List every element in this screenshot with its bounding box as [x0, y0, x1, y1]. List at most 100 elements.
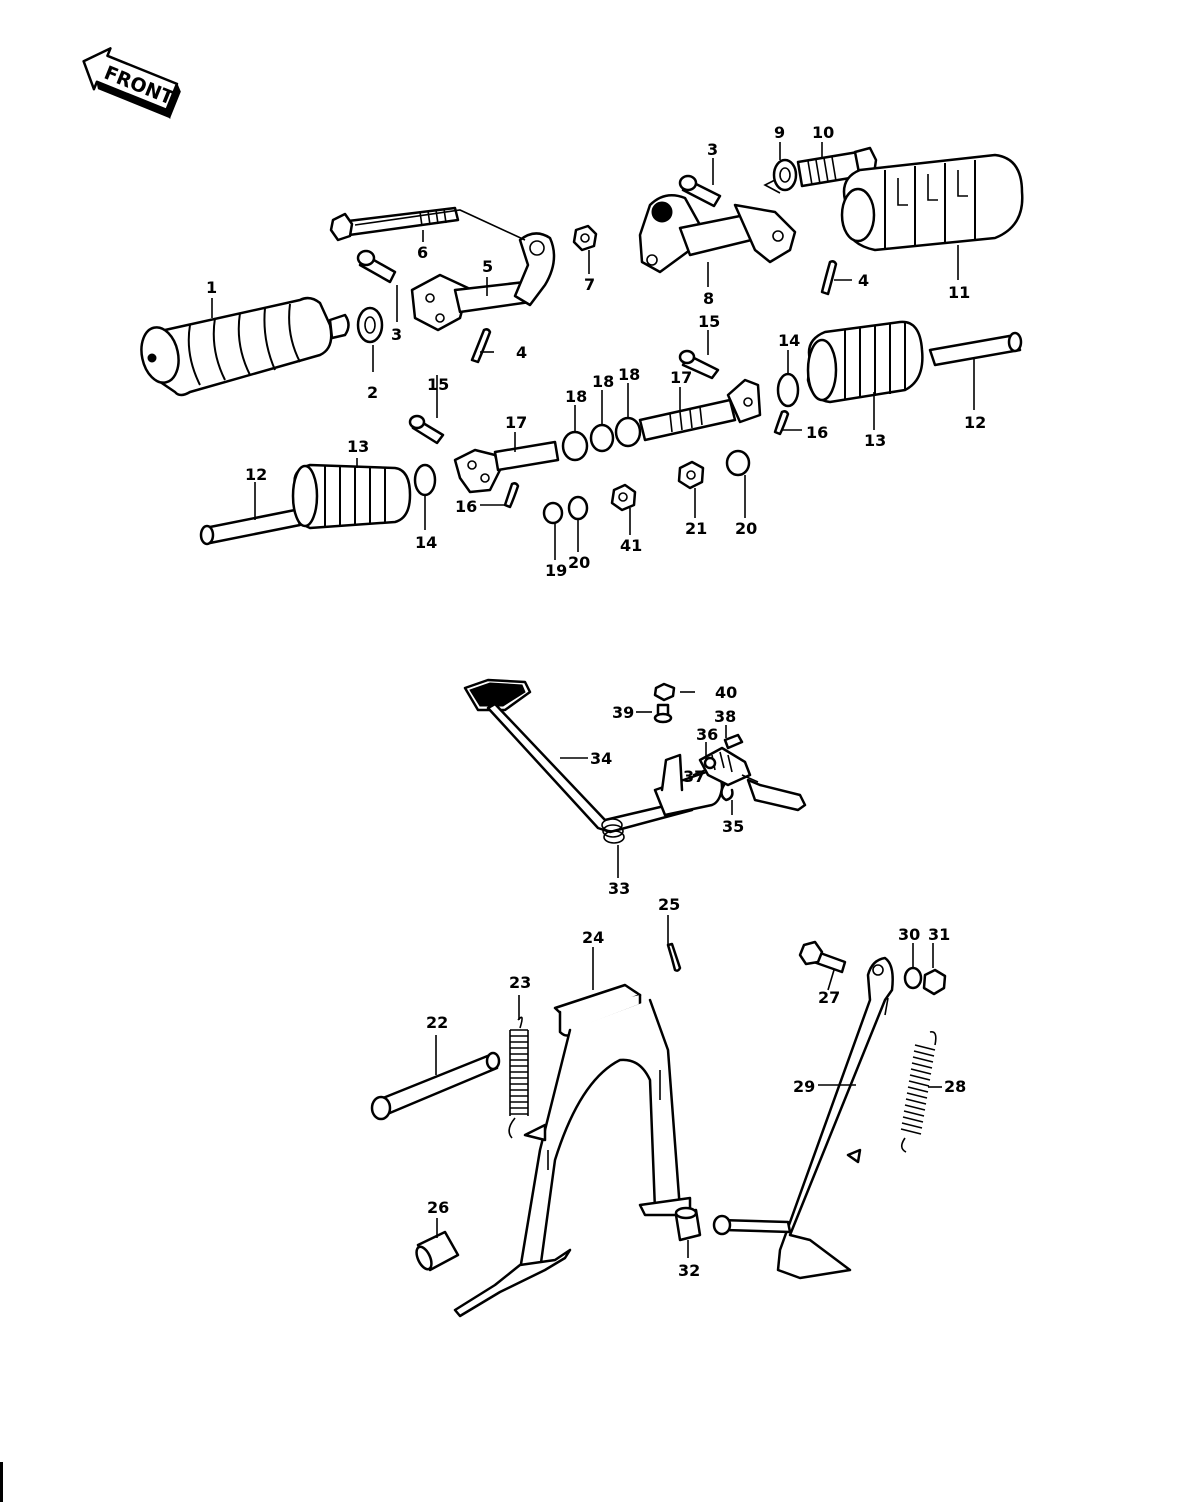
- callout-25: 25: [658, 895, 680, 914]
- part-38-bolt: [723, 733, 744, 750]
- callout-12-left: 12: [245, 465, 267, 484]
- part-3-pin-left: [356, 249, 397, 284]
- callout-18-b: 18: [592, 372, 614, 391]
- part-16-cotter-pin-left: [503, 482, 520, 509]
- part-8-footpeg-bracket-right: [638, 193, 797, 274]
- part-12-pin-left: [199, 508, 302, 546]
- callout-9: 9: [774, 123, 785, 142]
- callout-13-left: 13: [347, 437, 369, 456]
- callout-39: 39: [612, 703, 634, 722]
- part-21-nut: [677, 460, 705, 490]
- part-36-37-clevis: [698, 746, 752, 787]
- part-3-pin-right: [678, 174, 722, 208]
- part-31-nut: [922, 968, 947, 996]
- callout-15-left: 15: [427, 375, 449, 394]
- callout-36: 36: [696, 725, 718, 744]
- part-41-nut: [610, 483, 637, 512]
- callout-29: 29: [793, 1077, 815, 1096]
- part-29-side-stand: [712, 956, 894, 1280]
- callout-40: 40: [715, 683, 737, 702]
- callout-20-right: 20: [735, 519, 757, 538]
- part-13-passenger-rubber-right: [806, 320, 924, 404]
- part-22-shaft: [370, 1051, 501, 1121]
- callout-41: 41: [620, 536, 642, 555]
- part-15-pin-left: [408, 414, 445, 445]
- callout-6: 6: [417, 243, 428, 262]
- callout-33: 33: [608, 879, 630, 898]
- callout-30: 30: [898, 925, 920, 944]
- part-1-footpeg-rubber: [140, 296, 350, 397]
- callout-34: 34: [590, 749, 612, 768]
- callout-5: 5: [482, 257, 493, 276]
- part-27-bolt: [798, 940, 847, 974]
- part-2-washer: [356, 306, 384, 344]
- callout-18-c: 18: [618, 365, 640, 384]
- part-33-spring: [601, 818, 625, 844]
- part-39-bolt: [653, 703, 673, 724]
- callout-23: 23: [509, 973, 531, 992]
- callout-32: 32: [678, 1261, 700, 1280]
- callout-20-left: 20: [568, 553, 590, 572]
- part-18-bushing-b: [589, 423, 615, 453]
- part-24-center-stand: [453, 983, 692, 1318]
- callout-14-left: 14: [415, 533, 437, 552]
- part-25-cotter-pin: [666, 942, 682, 972]
- part-32-collar: [674, 1206, 702, 1242]
- part-18-bushing-c: [614, 416, 642, 448]
- part-30-washer: [903, 966, 923, 990]
- callout-31: 31: [928, 925, 950, 944]
- part-20-washer-left: [567, 495, 589, 521]
- callout-labels: 1 2 3 3 4 4 5 6 7 8 9 10 11 12 12 13 13 …: [206, 123, 986, 1280]
- part-12-pin-right: [928, 331, 1023, 367]
- part-brake-rod: [741, 774, 807, 812]
- part-23-spring: [508, 1016, 529, 1139]
- part-17-passenger-bracket-left: [453, 440, 560, 494]
- part-14-washer-right: [776, 372, 800, 408]
- callout-26: 26: [427, 1198, 449, 1217]
- callout-17-right: 17: [670, 368, 692, 387]
- part-35-clip: [720, 783, 734, 802]
- callout-28: 28: [944, 1077, 966, 1096]
- part-13-passenger-rubber-left: [291, 463, 412, 530]
- callout-2: 2: [367, 383, 378, 402]
- callout-38: 38: [714, 707, 736, 726]
- edge-mark: [0, 1462, 3, 1502]
- callout-18-a: 18: [565, 387, 587, 406]
- callout-35: 35: [722, 817, 744, 836]
- callout-4-left: 4: [516, 343, 527, 362]
- part-14-washer-left: [413, 463, 437, 497]
- callout-3-left: 3: [391, 325, 402, 344]
- part-18-bushing-a: [561, 430, 589, 462]
- callout-4-right: 4: [858, 271, 869, 290]
- callout-19: 19: [545, 561, 567, 580]
- callout-27: 27: [818, 988, 840, 1007]
- callout-11: 11: [948, 283, 970, 302]
- part-4-cotter-pin-right: [820, 260, 838, 296]
- part-26-collar: [415, 1230, 460, 1272]
- callout-7: 7: [584, 275, 595, 294]
- callout-8: 8: [703, 289, 714, 308]
- callout-21: 21: [685, 519, 707, 538]
- part-9-washer: [772, 158, 798, 192]
- part-40-nut: [653, 682, 676, 702]
- callout-37: 37: [683, 767, 705, 786]
- part-4-cotter-pin-left: [470, 328, 492, 364]
- part-17-passenger-bracket-right: [638, 378, 762, 442]
- callout-12-right: 12: [964, 413, 986, 432]
- part-5-footpeg-bracket-left: [410, 232, 556, 332]
- callout-16-right: 16: [806, 423, 828, 442]
- part-7-nut: [572, 224, 598, 252]
- callout-22: 22: [426, 1013, 448, 1032]
- part-15-pin-right: [678, 349, 720, 380]
- callout-3-right: 3: [707, 140, 718, 159]
- front-arrow-badge: FRONT: [82, 47, 181, 119]
- callout-15-right: 15: [698, 312, 720, 331]
- part-11-footpeg-rubber-right: [840, 153, 1024, 252]
- part-34-brake-pedal: [463, 678, 724, 834]
- part-28-spring: [900, 1030, 937, 1153]
- callout-1: 1: [206, 278, 217, 297]
- callout-10: 10: [812, 123, 834, 142]
- part-19-washer: [542, 501, 564, 525]
- callout-16-left: 16: [455, 497, 477, 516]
